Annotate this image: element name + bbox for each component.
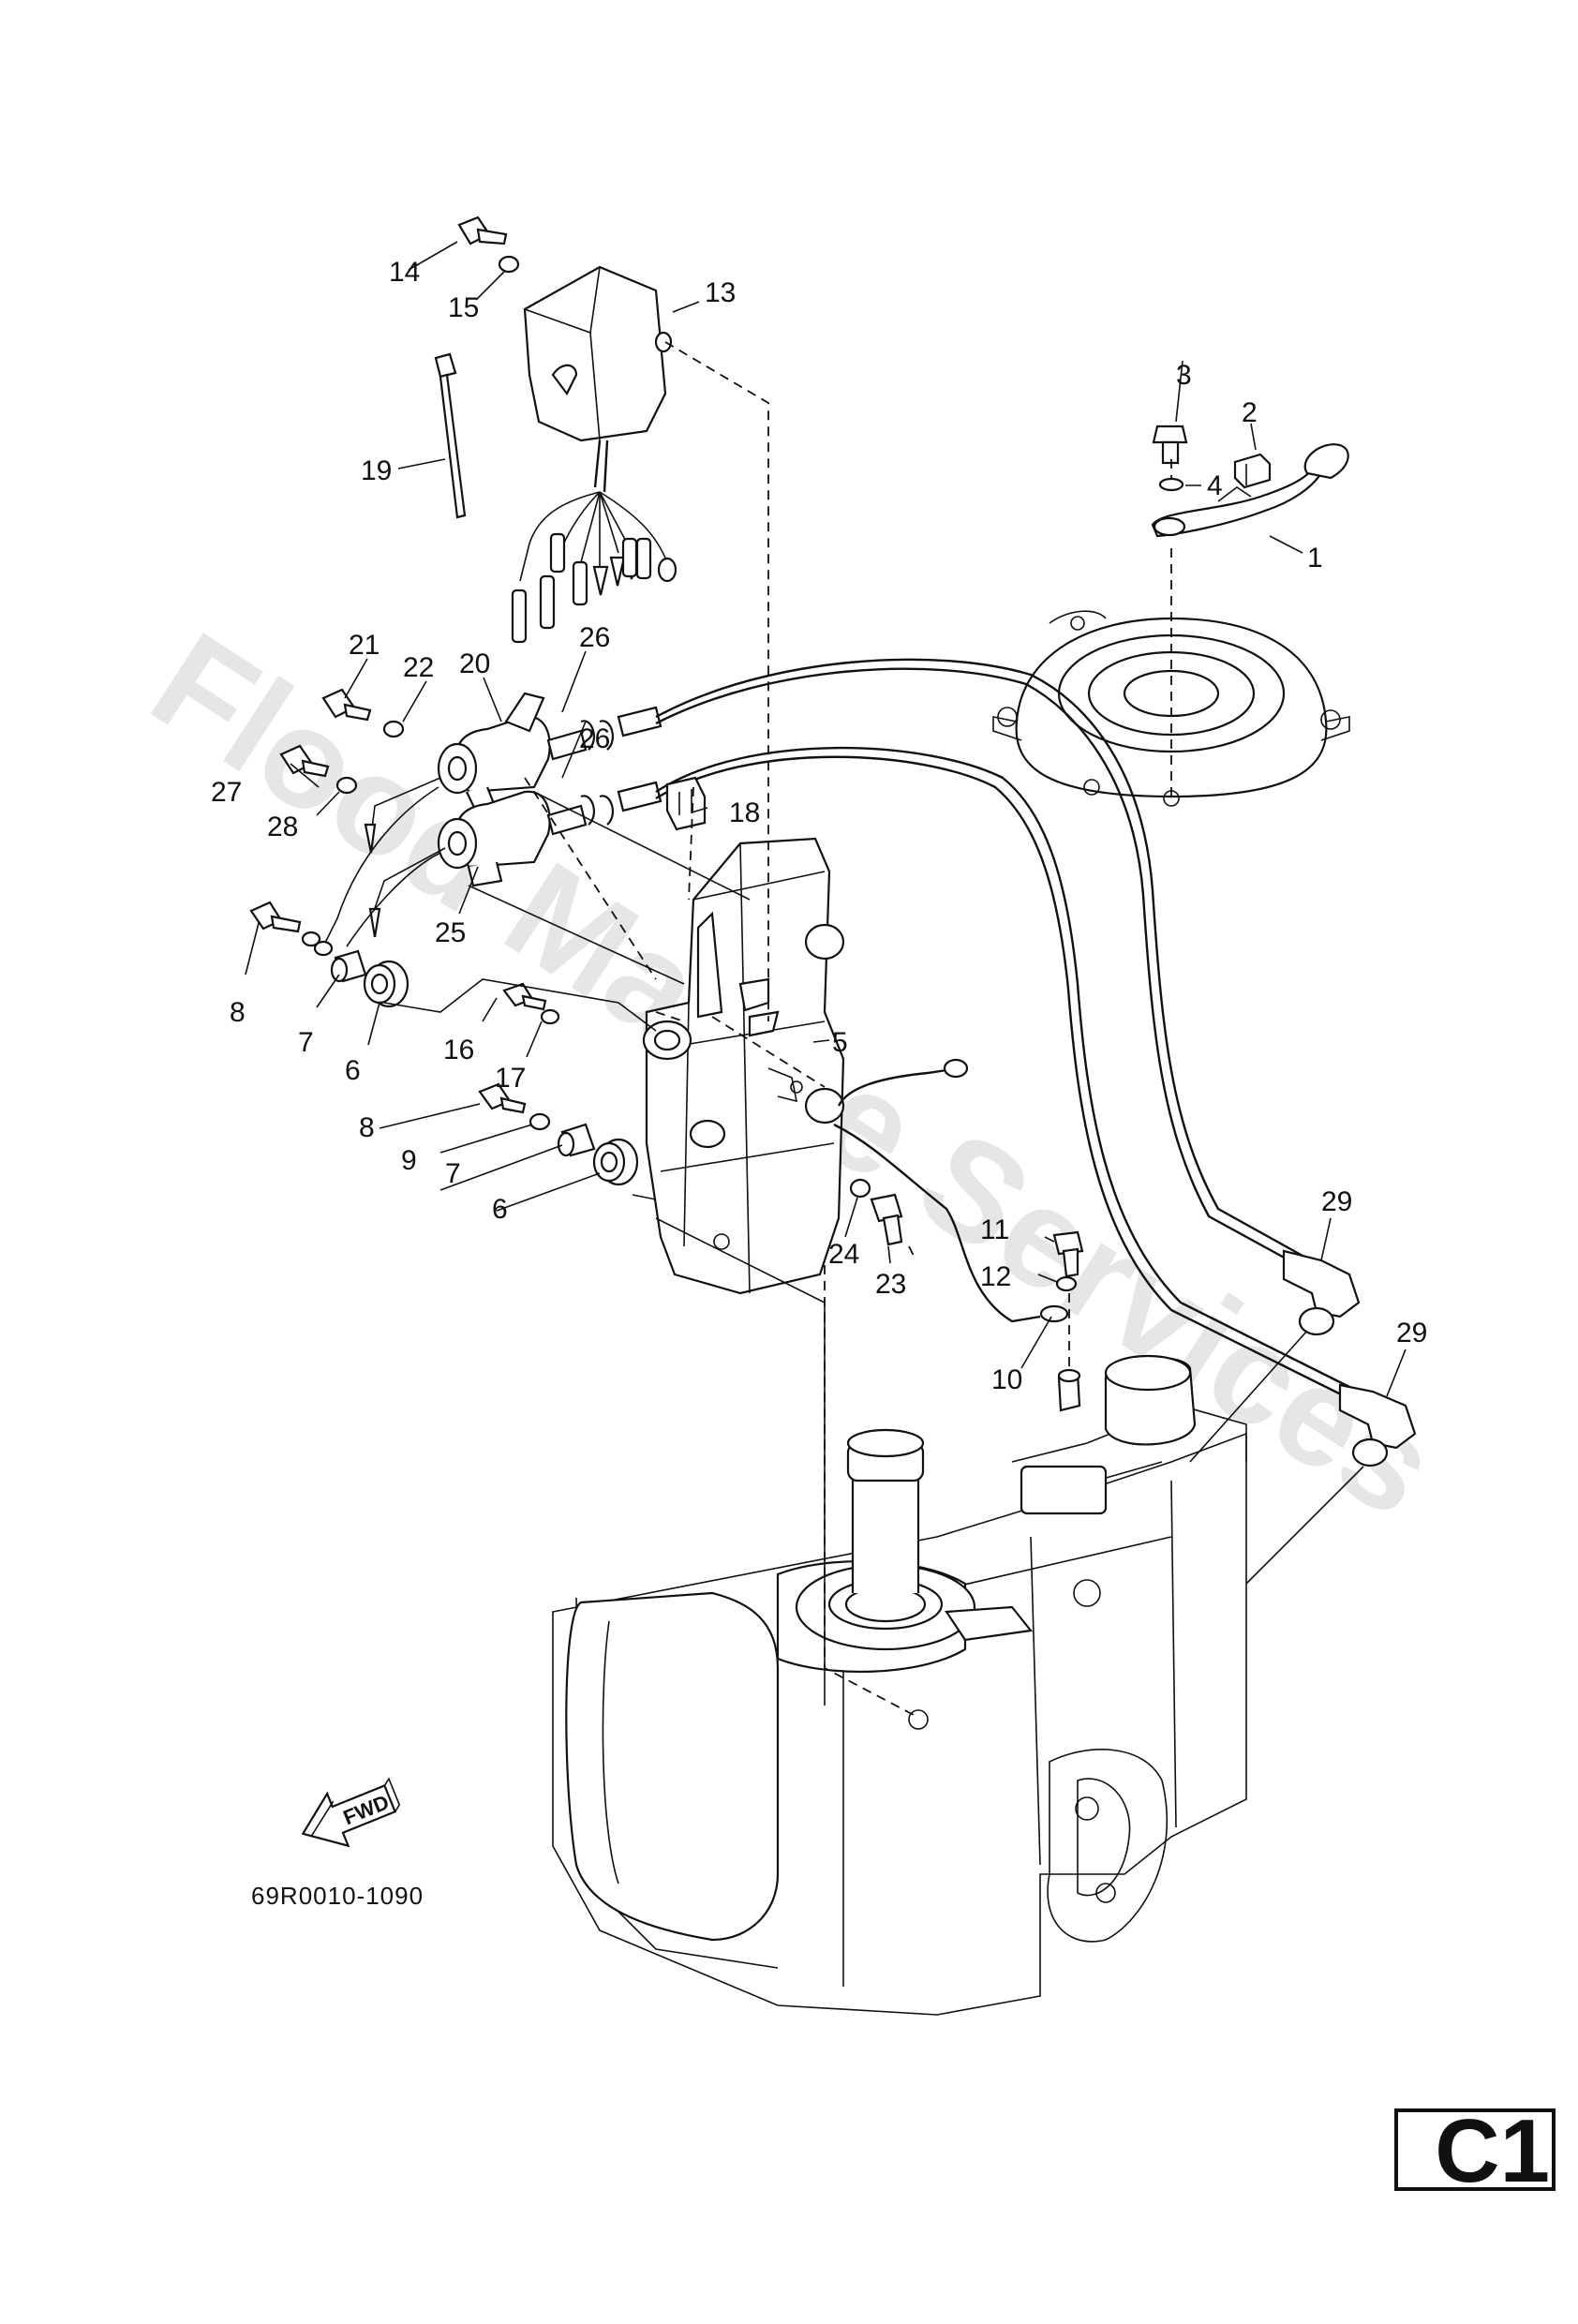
callout-leaders: [245, 241, 1407, 1397]
page-code: C1: [1435, 2101, 1550, 2201]
part-26-high-tension-cords: [655, 658, 1350, 1398]
part-7-collar-upper: [330, 949, 367, 983]
callout-20: 20: [459, 648, 490, 679]
part-13-cdi-unit: [511, 265, 677, 644]
callout-6-lower: 6: [492, 1194, 508, 1225]
part-20-ignition-coil: [437, 692, 662, 817]
callout-27: 27: [211, 777, 242, 808]
callout-16: 16: [443, 1035, 474, 1065]
part-5-bracket: [642, 837, 1069, 1323]
callout-12: 12: [980, 1261, 1011, 1292]
callout-4: 4: [1207, 470, 1223, 501]
part-19-cable-tie: [434, 352, 467, 519]
fwd-arrow: FWD: [301, 1777, 401, 1848]
part-4-washer: [1158, 477, 1184, 492]
part-6-grommet-upper: [363, 960, 409, 1008]
ground-leads: [322, 777, 446, 947]
callout-17: 17: [495, 1063, 526, 1094]
engine-block: [552, 1354, 1247, 2016]
part-25-ignition-coil: [437, 781, 662, 887]
callout-19: 19: [361, 455, 392, 486]
callout-25: 25: [435, 917, 466, 948]
callout-5: 5: [832, 1027, 848, 1058]
part-6-grommet-lower: [592, 1138, 639, 1186]
callout-18: 18: [729, 797, 760, 828]
callout-14: 14: [389, 257, 420, 288]
part-8-bolt-upper: [249, 901, 302, 933]
part-9-washer: [528, 1112, 551, 1131]
callout-29-lower: 29: [1396, 1318, 1427, 1348]
callout-6-upper: 6: [345, 1055, 361, 1086]
callout-1: 1: [1307, 543, 1323, 574]
page-code-plate: C1: [1394, 2107, 1556, 2197]
part-27-bolt: [279, 744, 330, 778]
callout-24: 24: [828, 1239, 859, 1270]
callout-26-lower: 26: [579, 723, 610, 754]
callout-28: 28: [267, 812, 298, 842]
assembly-leaders: [383, 791, 826, 1706]
part-12-washer: [1055, 1275, 1078, 1292]
callout-10: 10: [991, 1364, 1022, 1395]
callout-22: 22: [403, 652, 434, 683]
part-14-bolt: [457, 216, 508, 246]
callout-29-upper: 29: [1321, 1186, 1352, 1217]
callout-26-upper: 26: [579, 622, 610, 653]
engine-collar-top: [1057, 1368, 1081, 1383]
leader-29-lower-to-block: [1245, 1466, 1364, 1585]
part-23-bolt: [870, 1193, 903, 1246]
callout-8-lower: 8: [359, 1112, 375, 1143]
part-17-washer: [540, 1008, 560, 1025]
callout-11: 11: [980, 1214, 1009, 1245]
callout-3: 3: [1176, 360, 1192, 391]
leader-29-upper-to-block: [1189, 1330, 1308, 1463]
part-1-pulser-coil: [1151, 443, 1349, 538]
callout-2: 2: [1242, 397, 1258, 428]
part-18-grommet: [665, 776, 707, 831]
callout-7-upper: 7: [298, 1027, 314, 1058]
part-7-collar-lower: [557, 1123, 596, 1157]
callout-21: 21: [349, 630, 380, 661]
part-22-washer: [382, 720, 405, 738]
part-24-washer: [849, 1178, 871, 1199]
callout-7-lower: 7: [445, 1158, 461, 1189]
callout-8-upper: 8: [230, 997, 246, 1028]
part-11-bolt: [1052, 1230, 1084, 1278]
part-29-plug-cap-lower: [1338, 1383, 1417, 1467]
part-16-bolt: [502, 982, 547, 1011]
callout-13: 13: [705, 277, 736, 308]
callout-labels: 1 2 3 4 5 6 6 7 7 8 8 9 10 11 12 13 14 1…: [211, 257, 1427, 1395]
part-3-bolt: [1152, 425, 1188, 465]
part-29-plug-cap-upper: [1282, 1249, 1361, 1336]
part-2-clip: [1233, 453, 1272, 489]
callout-15: 15: [448, 292, 479, 323]
washers-upper-left: [301, 931, 334, 957]
part-8-bolt-lower: [478, 1082, 527, 1114]
part-28-washer: [335, 776, 358, 795]
drawing-reference-code: 69R0010-1090: [251, 1882, 424, 1910]
callout-23: 23: [875, 1269, 906, 1300]
part-15-washer: [498, 255, 520, 274]
callout-9: 9: [401, 1145, 417, 1176]
